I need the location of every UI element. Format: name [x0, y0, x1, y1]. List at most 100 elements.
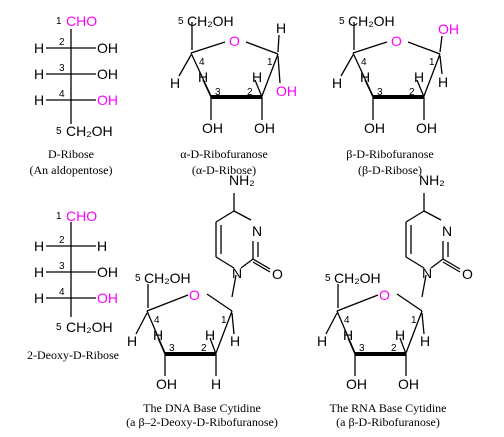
oh-label: OH	[156, 376, 177, 392]
h-label: H	[127, 333, 137, 349]
h-label: H	[34, 40, 44, 56]
c4-number: 4	[59, 287, 65, 298]
h-label: H	[438, 74, 448, 90]
c2-number: 2	[391, 343, 397, 354]
h-label: H	[343, 327, 353, 343]
c2-number: 2	[59, 37, 65, 48]
h-label: H	[34, 290, 44, 306]
h-label: H	[34, 92, 44, 108]
n1-label: N	[232, 265, 242, 281]
caption-alpha: α-D-Ribofuranose	[180, 147, 268, 161]
h-label: H	[34, 264, 44, 280]
oh-label: OH	[254, 120, 275, 136]
d-ribose-fischer: 1 CHO 2 H OH 3 H OH 4 H OH 5 CH₂OH D-Rib…	[30, 13, 118, 177]
caption-deoxyribose: 2-Deoxy-D-Ribose	[27, 348, 119, 362]
caption-d-ribose-sub: (An aldopentose)	[30, 163, 113, 177]
c5-number: 5	[56, 126, 62, 137]
c3-number: 3	[59, 261, 65, 272]
c4-number: 4	[59, 89, 65, 100]
h-label: H	[414, 69, 424, 85]
c4-number: 4	[344, 315, 350, 326]
ring-oxygen: O	[391, 33, 402, 49]
aldehyde-label: CHO	[66, 13, 97, 29]
beta-ribofuranose: O 5 CH₂OH 4 H 1 OH H 3 2 H H OH OH β-D-R…	[332, 13, 459, 177]
h-label: H	[252, 69, 262, 85]
dna-cytidine: NH₂ N N O O 5 CH₂OH 4 H 1 H 3 2 H H OH H…	[126, 172, 283, 429]
h-label: H	[332, 75, 342, 91]
caption-alpha-sub: (α-D-Ribose)	[192, 163, 256, 177]
h-label: H	[360, 69, 370, 85]
c3-number: 3	[215, 87, 221, 98]
h-label: H	[205, 327, 215, 343]
h-label: H	[153, 327, 163, 343]
oh-label: OH	[97, 66, 118, 82]
oh-label: OH	[97, 264, 118, 280]
c1-number: 1	[429, 57, 435, 68]
ring-oxygen: O	[229, 33, 240, 49]
caption-rna: The RNA Base Cytidine	[330, 401, 447, 415]
h-label: H	[317, 333, 327, 349]
carbonyl-oxygen: O	[272, 266, 283, 282]
c1-number: 1	[221, 315, 227, 326]
c2-number: 2	[247, 87, 253, 98]
oh-label: OH	[202, 120, 223, 136]
oh-label: OH	[416, 120, 437, 136]
caption-beta-sub: (β-D-Ribose)	[358, 163, 422, 177]
c2-number: 2	[59, 235, 65, 246]
h-label: H	[211, 376, 221, 392]
carbonyl-oxygen: O	[462, 266, 473, 282]
deoxyribose-fischer: 1 CHO 2 H H 3 H OH 4 H OH 5 CH₂OH 2-Deox…	[27, 208, 119, 362]
oh-label-highlight: OH	[97, 92, 118, 108]
c2-number: 2	[409, 87, 415, 98]
c4-number: 4	[199, 57, 205, 68]
h-label: H	[395, 327, 405, 343]
c1-number: 1	[56, 16, 62, 27]
oh-label-highlight: OH	[97, 290, 118, 306]
caption-dna-sub: (a β–2-Deoxy-D-Ribofuranose)	[126, 415, 278, 429]
c5-number: 5	[135, 273, 141, 284]
h-label: H	[230, 333, 240, 349]
caption-rna-sub: (a β-D-Ribofuranose)	[336, 415, 440, 429]
oh-label: OH	[97, 40, 118, 56]
rna-cytidine: NH₂ N N O O 5 CH₂OH 4 H 1 H 3 2 H H OH O…	[317, 172, 473, 429]
nh2-label: NH₂	[229, 172, 255, 188]
h-label: H	[198, 69, 208, 85]
oh-label: OH	[364, 120, 385, 136]
h-label: H	[420, 333, 430, 349]
c1-number: 1	[267, 57, 273, 68]
c3-number: 3	[59, 63, 65, 74]
c3-number: 3	[359, 343, 365, 354]
h-label: H	[276, 20, 286, 36]
h-label: H	[170, 75, 180, 91]
h-label: H	[34, 66, 44, 82]
anomeric-oh-label: OH	[276, 83, 297, 99]
c3-number: 3	[169, 343, 175, 354]
c5-number: 5	[339, 16, 345, 27]
c2-number: 2	[201, 343, 207, 354]
ch2oh-label: CH₂OH	[187, 13, 234, 29]
oh-label: OH	[398, 376, 419, 392]
caption-dna: The DNA Base Cytidine	[143, 401, 261, 415]
aldehyde-label: CHO	[66, 208, 97, 224]
c4-number: 4	[361, 57, 367, 68]
c5-number: 5	[56, 322, 62, 333]
caption-beta: β-D-Ribofuranose	[346, 147, 433, 161]
ch2oh-label: CH₂OH	[348, 13, 395, 29]
alpha-ribofuranose: O 5 CH₂OH 4 H 1 H OH 3 2 H H OH OH α-D-R…	[170, 13, 297, 177]
h-label: H	[97, 238, 107, 254]
ch2oh-label: CH₂OH	[334, 270, 381, 286]
nh2-label: NH₂	[419, 172, 445, 188]
anomeric-oh-label: OH	[438, 21, 459, 37]
c1-number: 1	[411, 315, 417, 326]
c5-number: 5	[325, 273, 331, 284]
c3-number: 3	[377, 87, 383, 98]
n3-label: N	[252, 223, 262, 239]
ch2oh-label: CH₂OH	[66, 123, 113, 139]
ch2oh-label: CH₂OH	[144, 270, 191, 286]
ch2oh-label: CH₂OH	[66, 319, 113, 335]
n3-label: N	[442, 223, 452, 239]
h-label: H	[34, 238, 44, 254]
c4-number: 4	[154, 315, 160, 326]
